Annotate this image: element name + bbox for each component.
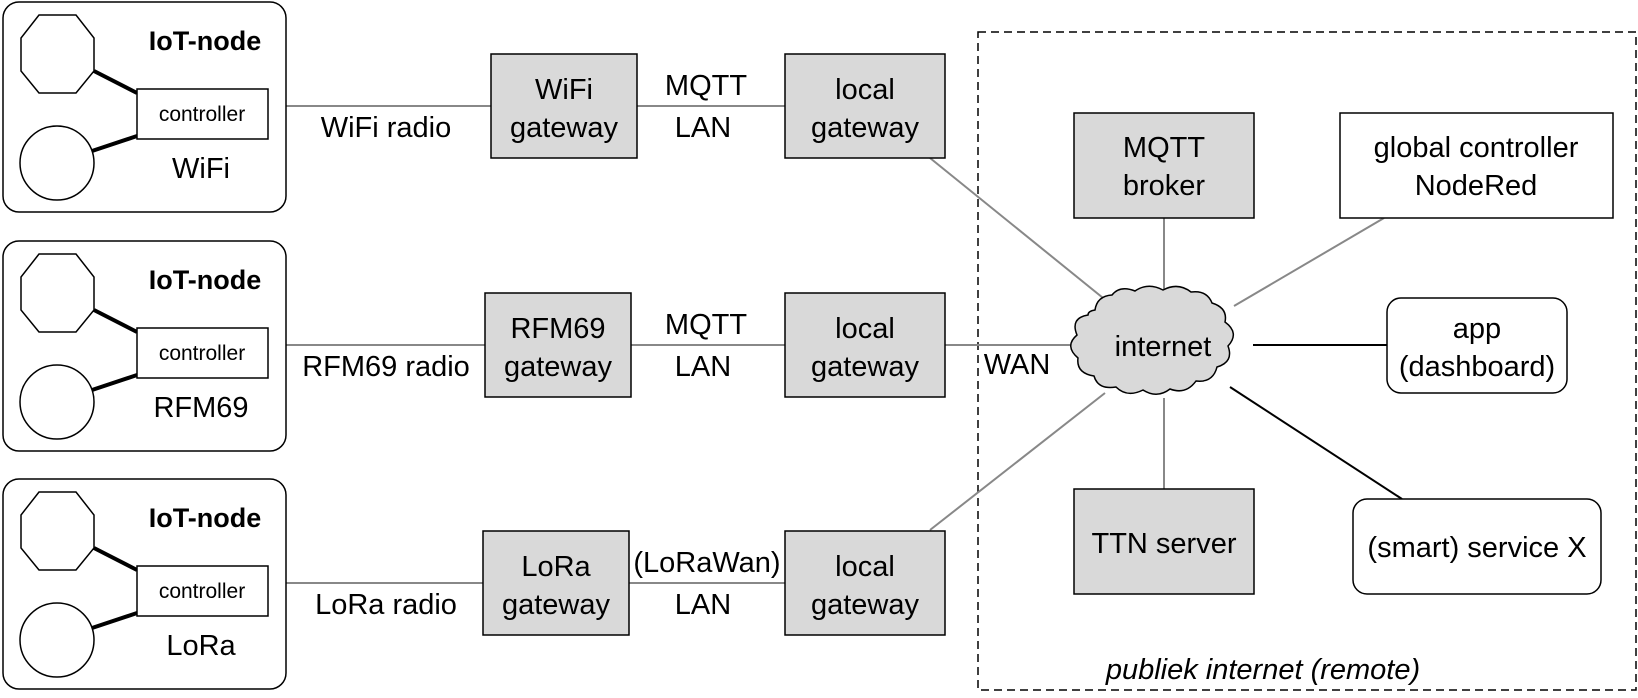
gateway-label-line1: WiFi <box>535 74 593 106</box>
sensor-wire <box>93 69 138 95</box>
ttn-server-box <box>1073 488 1255 595</box>
node-title: IoT-node <box>149 26 261 56</box>
octagon-sensor-icon <box>20 14 95 94</box>
local-gateway-line1: local <box>835 74 895 106</box>
sensor-wire <box>91 373 138 392</box>
app-box <box>1386 297 1568 394</box>
lan-link-label-line2: LAN <box>675 112 731 144</box>
app-line2: (dashboard) <box>1399 351 1555 383</box>
lora-gateway: LoRa gateway <box>482 530 630 636</box>
mqtt-broker-line2: broker <box>1123 170 1206 202</box>
internet-label: internet <box>1115 331 1212 363</box>
cloud-icon <box>1070 285 1234 395</box>
local-gateway-line2: gateway <box>811 351 920 383</box>
ttn-server-label: TTN server <box>1092 528 1237 560</box>
node-type-label: RFM69 <box>153 392 248 424</box>
controller-label: controller <box>159 580 245 603</box>
gateway-box <box>482 530 630 636</box>
controller-label: controller <box>159 103 245 126</box>
local-gateway-2: local gateway <box>784 292 946 398</box>
gateway-label-line2: gateway <box>510 112 619 144</box>
gateway-label-line1: LoRa <box>521 551 591 583</box>
lan-link-label-line2: LAN <box>675 351 731 383</box>
lan-link-label-line1: (LoRaWan) <box>633 547 780 579</box>
controller-link <box>1233 217 1385 307</box>
node-title: IoT-node <box>149 503 261 533</box>
sensor-wire <box>93 308 138 334</box>
circle-sensor-icon <box>19 125 95 201</box>
local-gateway-box <box>784 292 946 398</box>
octagon-sensor-icon <box>20 491 95 571</box>
app-line1: app <box>1453 313 1501 345</box>
gateway-label-line2: gateway <box>502 589 611 621</box>
controller-box <box>136 565 269 617</box>
dark-connection-lines <box>1229 344 1403 500</box>
circle-sensor-icon <box>19 602 95 678</box>
public-internet-caption: publiek internet (remote) <box>1105 654 1420 686</box>
iot-node-rfm69: controller IoT-node RFM69 <box>2 240 287 452</box>
global-controller-line2: NodeRed <box>1415 170 1538 202</box>
gateway-label-line1: RFM69 <box>510 313 605 345</box>
circle-sensor-icon <box>19 364 95 440</box>
service-link <box>1229 386 1403 500</box>
sensor-wire <box>91 134 138 153</box>
internet-cloud: internet <box>1070 285 1234 395</box>
local-gateway-box <box>784 530 946 636</box>
lan-link-label-line1: MQTT <box>665 70 747 102</box>
local-gateway-1: local gateway <box>784 53 946 159</box>
rfm69-gateway: RFM69 gateway <box>484 292 632 398</box>
local-gateway-line2: gateway <box>811 589 920 621</box>
wan-link-1 <box>929 157 1109 303</box>
connection-lines <box>286 105 1385 584</box>
wan-label: WAN <box>984 349 1051 381</box>
node-type-label: WiFi <box>172 153 230 185</box>
lan-link-label-line2: LAN <box>675 589 731 621</box>
global-controller-line1: global controller <box>1374 132 1579 164</box>
controller-label: controller <box>159 342 245 365</box>
node-type-label: LoRa <box>166 630 236 662</box>
local-gateway-box <box>784 53 946 159</box>
controller-box <box>136 88 269 140</box>
mqtt-broker-line1: MQTT <box>1123 132 1205 164</box>
smart-service: (smart) service X <box>1352 498 1602 595</box>
wan-link-3 <box>929 392 1106 531</box>
local-gateway-line2: gateway <box>811 112 920 144</box>
gateway-box <box>490 53 638 159</box>
lan-link-label-line1: MQTT <box>665 309 747 341</box>
iot-node-wifi: controller IoT-node WiFi <box>2 1 287 213</box>
smart-service-label: (smart) service X <box>1367 532 1586 564</box>
wifi-radio-label: WiFi radio <box>321 112 452 144</box>
node-title: IoT-node <box>149 265 261 295</box>
lora-radio-label: LoRa radio <box>315 589 457 621</box>
gateway-label-line2: gateway <box>504 351 613 383</box>
local-gateway-line1: local <box>835 551 895 583</box>
gateway-box <box>484 292 632 398</box>
global-controller-box <box>1339 112 1614 219</box>
octagon-sensor-icon <box>20 253 95 333</box>
global-controller: global controller NodeRed <box>1339 112 1614 219</box>
local-gateway-3: local gateway <box>784 530 946 636</box>
local-gateway-line1: local <box>835 313 895 345</box>
controller-box <box>136 327 269 379</box>
sensor-wire <box>93 546 138 572</box>
mqtt-broker-box <box>1073 112 1255 219</box>
app-dashboard: app (dashboard) <box>1386 297 1568 394</box>
mqtt-broker: MQTT broker <box>1073 112 1255 219</box>
rfm69-radio-label: RFM69 radio <box>302 351 470 383</box>
sensor-wire <box>91 611 138 630</box>
smart-service-box <box>1352 498 1602 595</box>
wifi-gateway: WiFi gateway <box>490 53 638 159</box>
ttn-server: TTN server <box>1073 488 1255 595</box>
public-internet-region <box>977 31 1637 691</box>
iot-node-lora: controller IoT-node LoRa <box>2 478 287 690</box>
